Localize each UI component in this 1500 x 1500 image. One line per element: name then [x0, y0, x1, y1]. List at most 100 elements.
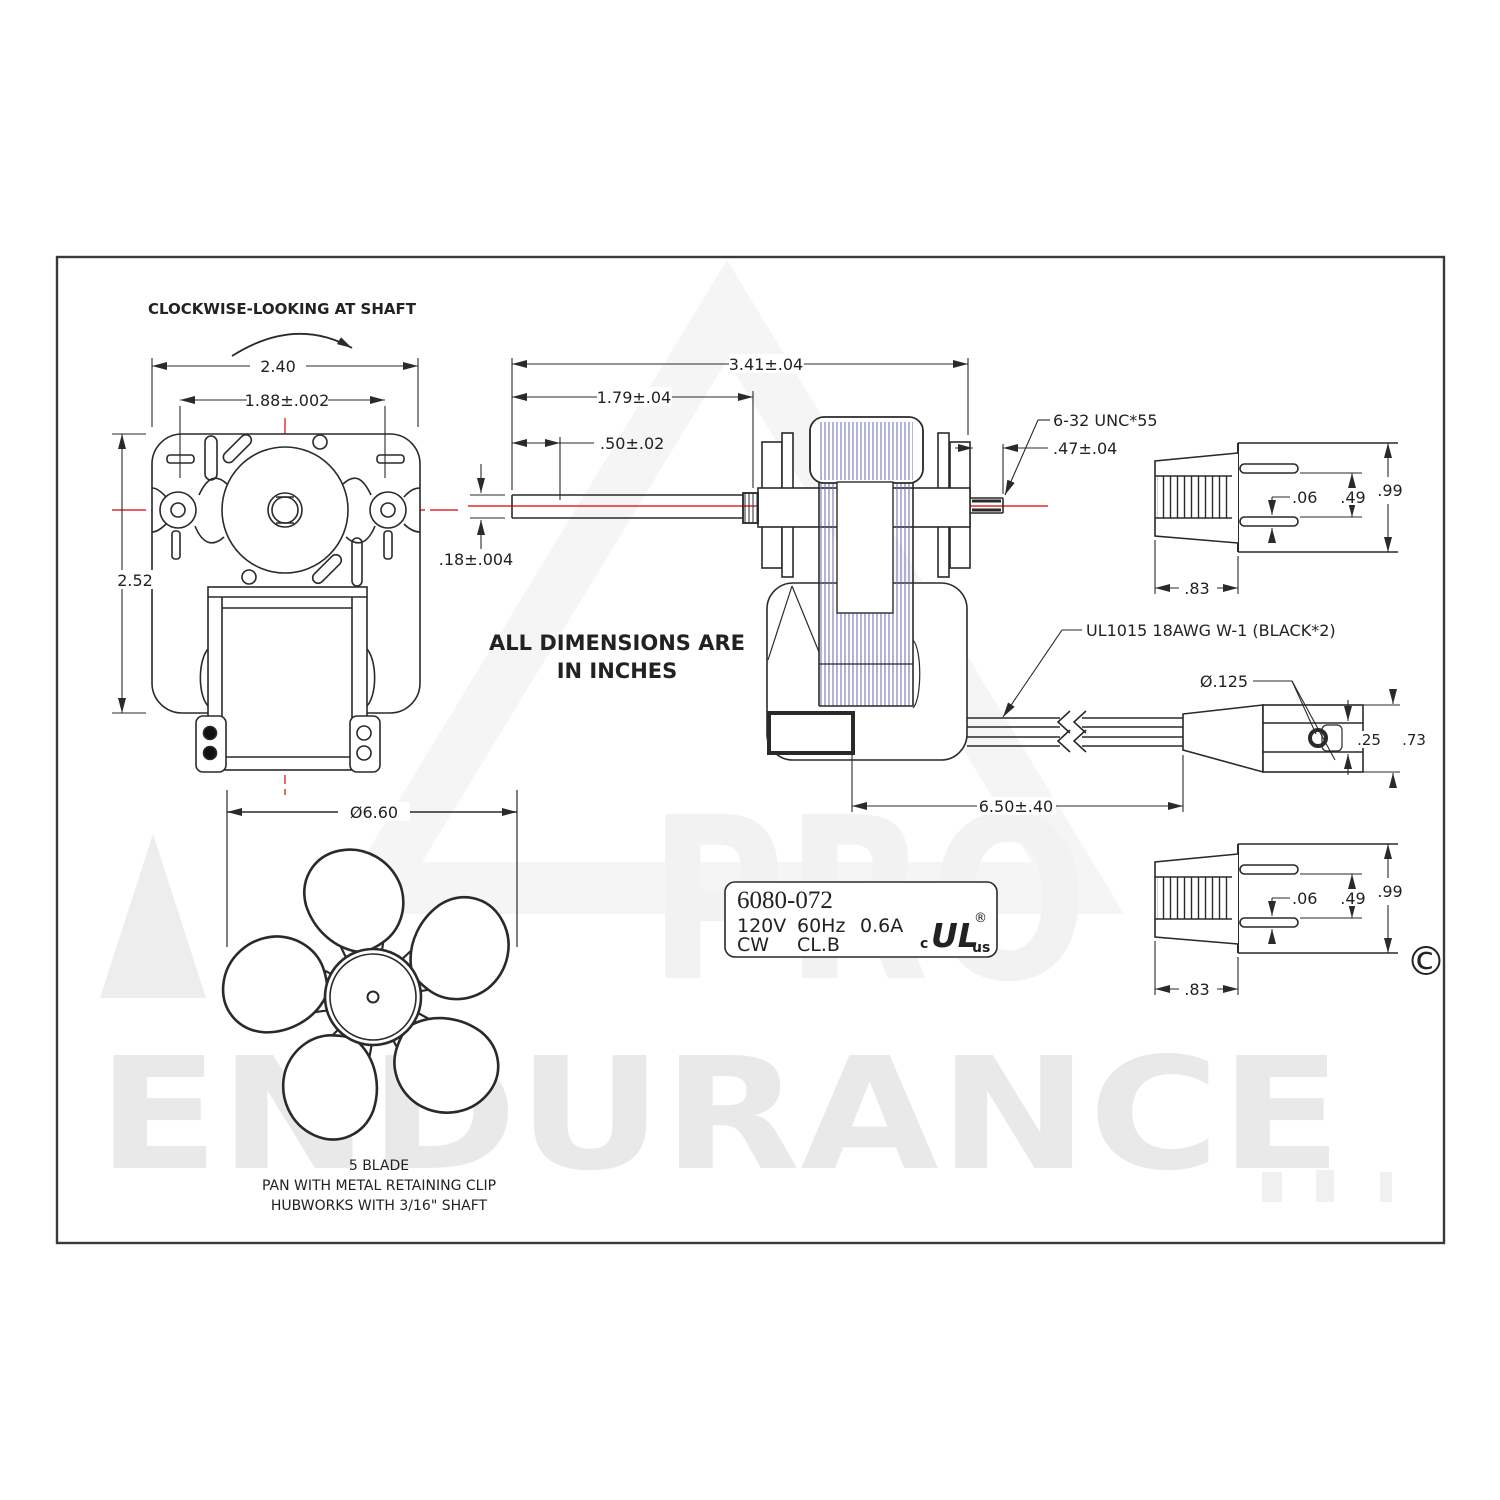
dim-body-height: .99 — [1377, 481, 1402, 500]
wire-callout: UL1015 18AWG W-1 (BLACK*2) — [1086, 621, 1336, 640]
watermark-logo-small-triangle — [100, 834, 206, 998]
side-view — [511, 416, 1364, 774]
bracket-foot-left — [195, 715, 227, 773]
watermark-copyright: © — [1406, 939, 1446, 985]
fan-view — [221, 848, 510, 1141]
bushing-left — [159, 491, 197, 529]
plug-view-bottom — [1154, 843, 1398, 995]
nameplate-frequency: 60Hz — [797, 915, 845, 937]
boss-left — [151, 487, 167, 533]
fan-note-line1: 5 BLADE — [349, 1158, 409, 1174]
lamination-lines — [820, 422, 913, 480]
svg-text:c: c — [920, 936, 928, 952]
plug-cap-ribs — [1157, 877, 1231, 919]
rotation-arrow — [231, 332, 353, 357]
dim-terminal-height: .73 — [1402, 731, 1426, 749]
watermark-artifact — [1380, 1172, 1392, 1202]
plug-prong — [1239, 864, 1299, 875]
dim-mask — [111, 570, 159, 589]
bushing-right — [369, 491, 407, 529]
shaft-knurl — [742, 492, 759, 524]
dim-mask — [250, 356, 306, 375]
dim-overall-length: 3.41±.04 — [729, 355, 803, 374]
dim-mask — [1338, 489, 1367, 505]
shaft-hole — [267, 492, 303, 528]
dim-front-height: 2.52 — [117, 571, 153, 590]
dim-body-height: .99 — [1377, 882, 1402, 901]
dim-mask — [729, 354, 804, 373]
vent-slot — [222, 433, 253, 464]
watermark-artifact — [1316, 1170, 1334, 1202]
nameplate-model: 6080-072 — [737, 887, 833, 914]
dim-shaft-flat: .50±.02 — [600, 434, 664, 453]
lead-wires — [967, 704, 1264, 774]
vent-slot — [376, 454, 405, 464]
vent-slot — [383, 530, 393, 560]
rivet-hole — [312, 434, 328, 450]
dim-cap-width: .83 — [1184, 980, 1209, 999]
dim-mask — [1353, 731, 1384, 748]
nameplate-insulation-class: CL.B — [797, 934, 840, 956]
stator-circle — [221, 446, 349, 574]
housing-bulge — [912, 639, 921, 709]
fan-hub — [323, 947, 423, 1047]
plug-dimensions — [1154, 844, 1392, 995]
coil-bulge-left — [199, 647, 210, 708]
dim-shaft-dia: .18±.004 — [439, 550, 513, 569]
winding-bracket — [207, 586, 368, 771]
watermark-artifact — [1262, 1172, 1282, 1202]
terminal-hole — [1308, 728, 1328, 748]
dim-mask — [1338, 890, 1367, 906]
dim-prong-spacing: .49 — [1340, 488, 1365, 507]
svg-text:us: us — [972, 940, 990, 956]
dim-mask — [1179, 579, 1217, 596]
fan-note-line3: HUBWORKS WITH 3/16" SHAFT — [271, 1198, 488, 1214]
general-note-line2: IN INCHES — [557, 659, 678, 683]
general-note-line1: ALL DIMENSIONS ARE — [489, 631, 745, 655]
dim-mask — [338, 802, 410, 821]
rotation-note: CLOCKWISE-LOOKING AT SHAFT — [148, 300, 417, 318]
dim-prong-spacing: .49 — [1340, 889, 1365, 908]
dim-thread-length: .47±.04 — [1053, 439, 1117, 458]
dim-front-width: 2.40 — [260, 357, 296, 376]
lead-terminal-dot — [202, 745, 218, 761]
coil-bulge-right — [365, 647, 376, 708]
bracket-foot-right — [349, 715, 381, 773]
dim-mask — [977, 797, 1056, 815]
ul-certification-icon: c UL us ® — [920, 911, 990, 956]
boss-right — [403, 487, 421, 533]
wing-left-top — [198, 477, 228, 496]
dim-mask — [247, 390, 328, 409]
drawing-frame — [55, 255, 1446, 1245]
plug-prong — [1239, 917, 1299, 928]
plug-view-top — [1154, 442, 1398, 594]
nameplate-current: 0.6A — [860, 915, 903, 937]
rotor-window — [836, 481, 894, 614]
wing-left-bottom — [194, 525, 225, 544]
plug-dimensions — [1154, 443, 1392, 594]
dim-cap-width: .83 — [1184, 579, 1209, 598]
front-view — [151, 433, 421, 773]
lead-exit-box — [767, 711, 855, 755]
plug-prong — [1239, 516, 1299, 527]
wing-right-top — [342, 477, 372, 496]
dim-terminal-slot: .25 — [1357, 731, 1381, 749]
vent-slot — [171, 530, 181, 560]
nameplate: 6080-072 120V 60Hz 0.6A CW CL.B c UL us … — [724, 881, 998, 958]
dim-fan-diameter: Ø6.60 — [350, 803, 398, 822]
dim-lead-length: 6.50±.40 — [979, 797, 1053, 816]
dim-prong-thickness: .06 — [1292, 488, 1317, 507]
lead-sleeve — [1182, 704, 1264, 774]
lead-terminal-dot — [202, 725, 218, 741]
dim-prong-thickness: .06 — [1292, 889, 1317, 908]
thread-callout: 6-32 UNC*55 — [1053, 411, 1158, 430]
svg-text:®: ® — [974, 911, 987, 926]
fan-note-line2: PAN WITH METAL RETAINING CLIP — [262, 1178, 496, 1194]
mount-hole — [356, 745, 372, 761]
fan-hub-hole — [366, 990, 380, 1004]
nameplate-voltage: 120V — [737, 915, 786, 937]
vent-slot — [204, 435, 218, 481]
dim-mount-spacing: 1.88±.002 — [245, 391, 330, 410]
fan-blades — [221, 848, 510, 1141]
